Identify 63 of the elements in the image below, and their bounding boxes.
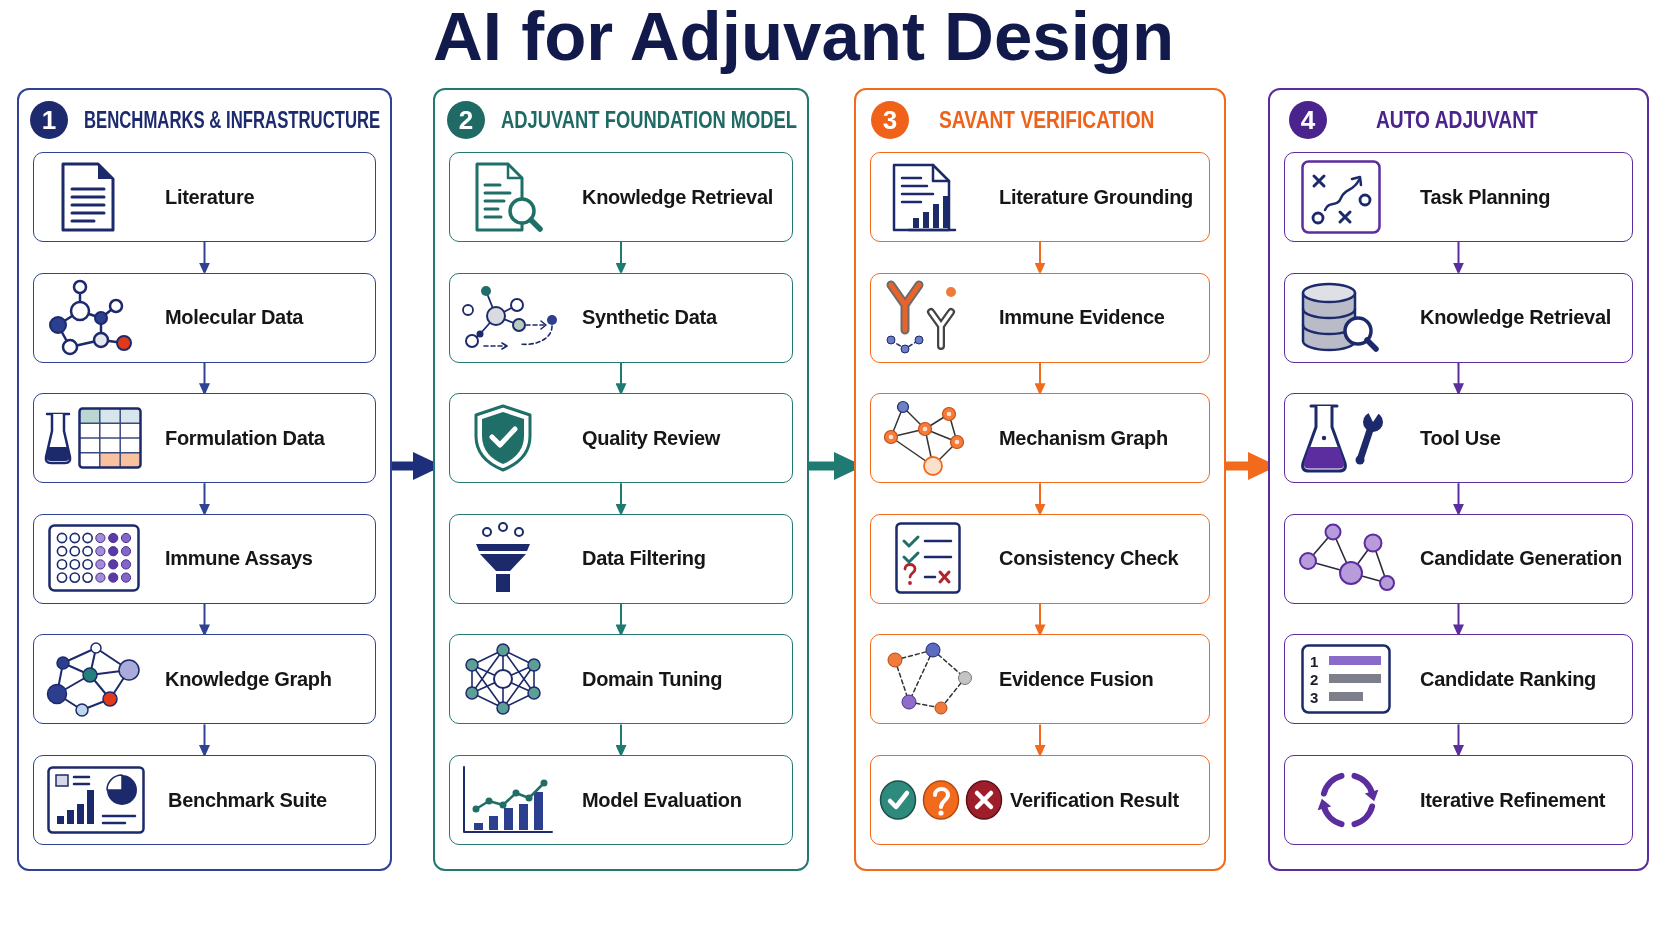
process-box [33,513,376,604]
step-label: Iterative Refinement [1420,787,1606,812]
process-box [870,755,1210,845]
step-label: Synthetic Data [582,305,717,330]
rank-number: 3 [1310,688,1319,707]
step-label: Immune Assays [165,546,313,571]
rank-number: 1 [1310,652,1319,671]
step-label: Literature [165,184,255,209]
step-label: Candidate Generation [1420,546,1622,571]
step-label: Knowledge Retrieval [1420,305,1612,330]
process-box [1284,152,1633,242]
step-label: Verification Result [1010,787,1179,812]
step-label: Candidate Ranking [1420,666,1597,691]
column-panel [854,88,1226,871]
process-box [1284,634,1633,725]
step-label: Immune Evidence [999,305,1165,330]
step-label: Model Evaluation [582,787,742,812]
process-box [870,513,1210,604]
panel-heading: AUTO ADJUVANT [1376,106,1538,134]
step-label: Domain Tuning [582,666,723,691]
rank-number: 2 [1310,670,1319,689]
process-box [449,152,793,242]
process-box [870,393,1210,484]
step-label: Tool Use [1420,425,1501,450]
process-box [33,634,376,725]
step-label: Literature Grounding [999,184,1193,209]
panel-heading: BENCHMARKS & INFRASTRUCTURE [84,106,381,134]
step-label: Formulation Data [165,425,325,450]
step-label: Knowledge Retrieval [582,184,774,209]
process-box [33,755,376,845]
process-box [449,272,793,363]
process-box [33,272,376,363]
process-box [870,152,1210,242]
process-box [870,634,1210,725]
process-box [449,634,793,725]
step-label: Evidence Fusion [999,666,1154,691]
process-box [1284,272,1633,363]
step-label: Quality Review [582,425,721,450]
process-box [33,393,376,484]
panel-heading: SAVANT VERIFICATION [939,106,1155,134]
step-label: Knowledge Graph [165,666,332,691]
process-box [33,152,376,242]
column-panel [17,88,392,871]
panel-heading: ADJUVANT FOUNDATION MODEL [501,106,798,134]
process-box [449,755,793,845]
process-box [449,513,793,604]
step-label: Molecular Data [165,305,304,330]
step-label: Benchmark Suite [168,787,327,812]
process-box [1284,755,1633,845]
column-panel [1268,88,1649,871]
process-box [449,393,793,484]
step-number-badge: 4 [1289,101,1327,139]
step-label: Data Filtering [582,546,706,571]
step-number-badge: 2 [447,101,485,139]
step-label: Task Planning [1420,184,1551,209]
process-box [1284,513,1633,604]
column-panel [433,88,809,871]
step-number-badge: 3 [871,101,909,139]
step-number-badge: 1 [30,101,68,139]
process-box [870,272,1210,363]
process-box [1284,393,1633,484]
step-label: Consistency Check [999,546,1179,571]
step-label: Mechanism Graph [999,425,1168,450]
